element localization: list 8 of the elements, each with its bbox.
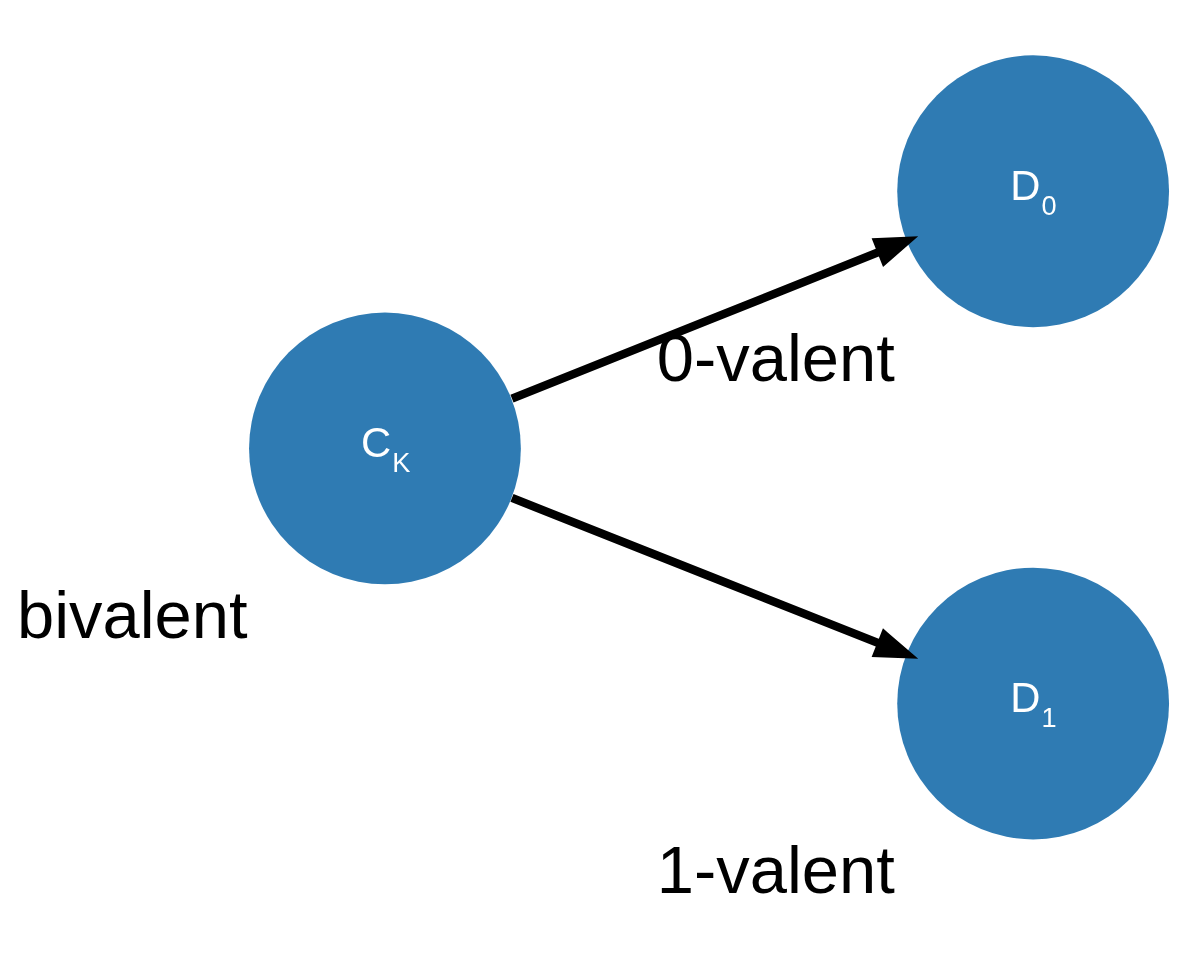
node-circle: D$_{0}$: [897, 54, 1170, 327]
node-label: bivalent: [16, 576, 248, 652]
arrow: [510, 235, 919, 402]
node-circle: D$_{1}$: [897, 567, 1170, 839]
node-label: 1-valent: [656, 831, 895, 907]
arrow: [510, 493, 919, 659]
node-circle: C$_{K}$: [249, 312, 521, 584]
node-label: 0-valent: [656, 319, 895, 395]
